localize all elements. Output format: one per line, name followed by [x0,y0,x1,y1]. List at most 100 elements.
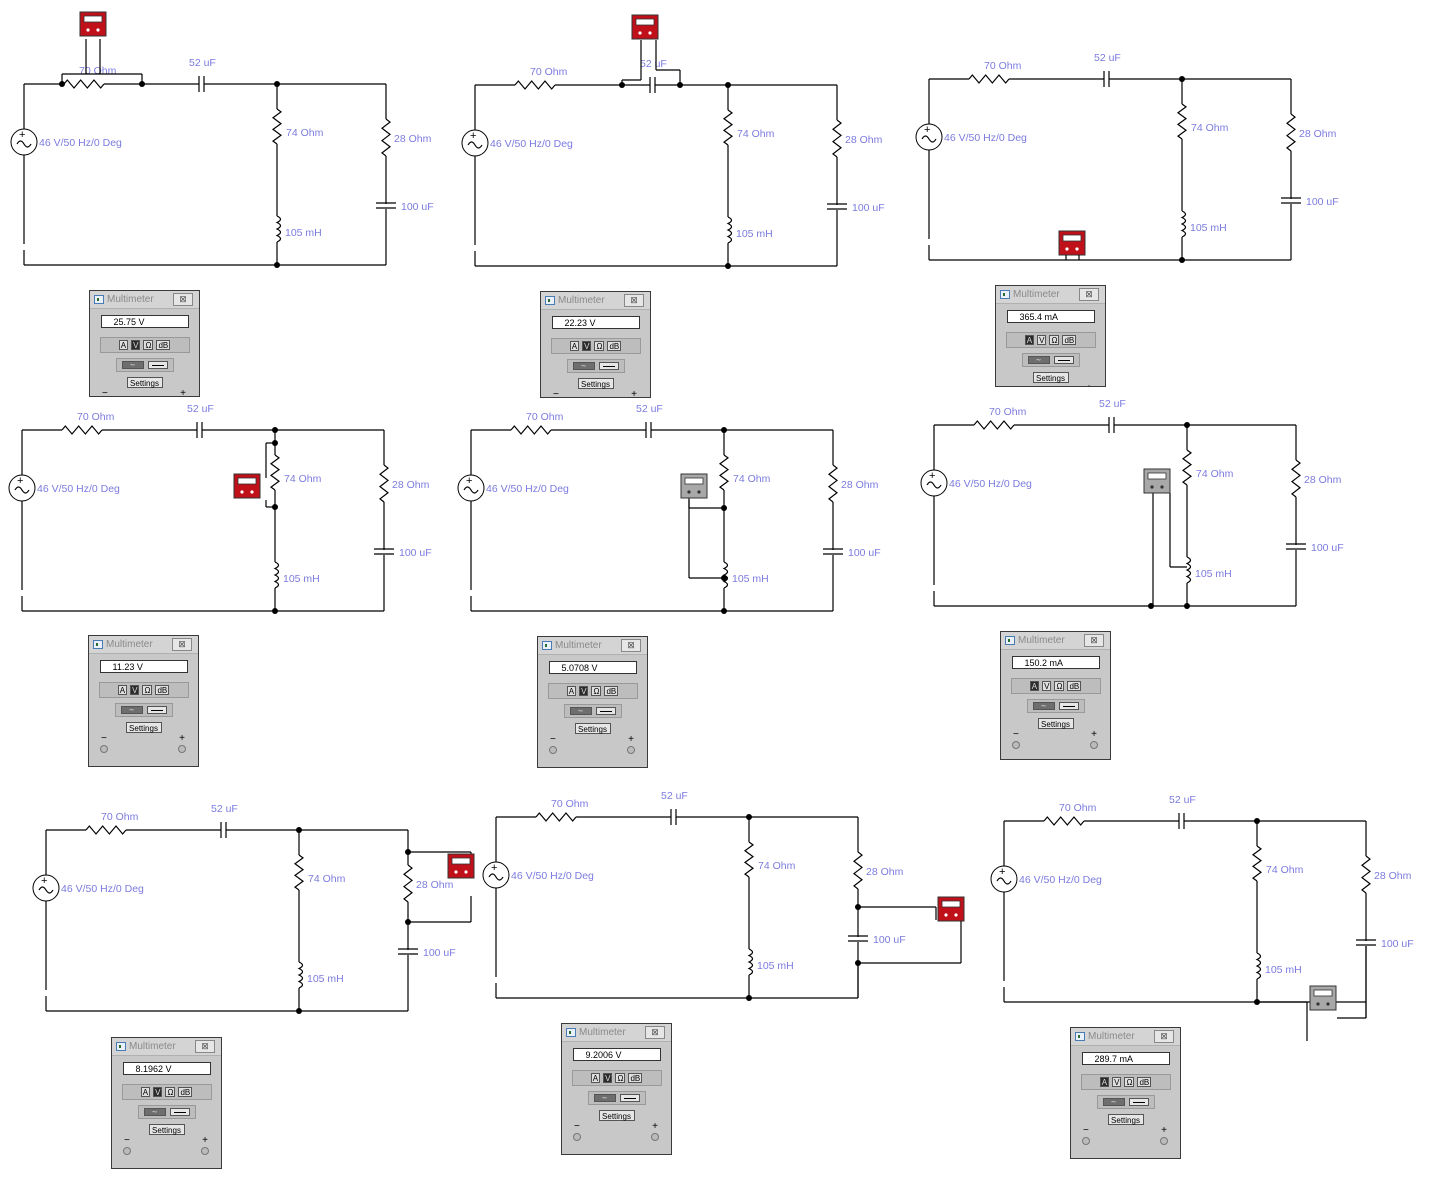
positive-terminal[interactable] [1160,1137,1168,1145]
decibel-mode-button[interactable]: dB [628,1073,643,1083]
close-icon[interactable]: ⊠ [1084,634,1104,647]
negative-terminal[interactable] [1012,741,1020,749]
negative-terminal[interactable] [123,1147,131,1155]
ac-wave-button[interactable]: ∼ [121,361,144,369]
settings-button[interactable]: Settings [1037,718,1074,729]
decibel-mode-button[interactable]: dB [1062,335,1077,345]
dc-button[interactable] [146,706,167,714]
ammeter-mode-button[interactable]: A [118,340,129,350]
voltmeter-mode-button[interactable]: V [579,686,589,696]
multimeter-titlebar[interactable]: Multimeter⊠ [541,292,650,310]
multimeter-titlebar[interactable]: Multimeter⊠ [538,637,647,655]
decibel-mode-button[interactable]: dB [1137,1077,1152,1087]
negative-terminal[interactable] [100,745,108,753]
positive-terminal[interactable] [627,746,635,754]
decibel-mode-button[interactable]: dB [607,341,622,351]
dc-button[interactable] [169,1108,190,1116]
ac-wave-button[interactable]: ∼ [569,707,592,715]
ammeter-mode-button[interactable]: A [117,685,128,695]
close-icon[interactable]: ⊠ [645,1026,665,1039]
multimeter-titlebar[interactable]: Multimeter⊠ [996,286,1105,304]
decibel-mode-button[interactable]: dB [155,685,170,695]
close-icon[interactable]: ⊠ [195,1040,215,1053]
close-icon[interactable]: ⊠ [624,294,644,307]
negative-terminal[interactable] [1082,1137,1090,1145]
multimeter-titlebar[interactable]: Multimeter⊠ [90,291,199,309]
ac-wave-button[interactable]: ∼ [1027,356,1050,364]
settings-button[interactable]: Settings [1107,1114,1144,1125]
decibel-mode-button[interactable]: dB [604,686,619,696]
ohmmeter-mode-button[interactable]: Ω [1049,335,1060,345]
decibel-mode-button[interactable]: dB [1067,681,1082,691]
ammeter-mode-button[interactable]: A [140,1087,151,1097]
ohmmeter-mode-button[interactable]: Ω [165,1087,176,1097]
dc-button[interactable] [598,362,619,370]
ammeter-mode-button[interactable]: A [1024,335,1035,345]
ammeter-mode-button[interactable]: A [1099,1077,1110,1087]
close-icon[interactable]: ⊠ [621,639,641,652]
voltmeter-mode-button[interactable]: V [1112,1077,1122,1087]
ac-wave-button[interactable]: ∼ [1032,702,1055,710]
multimeter-titlebar[interactable]: Multimeter⊠ [89,636,198,654]
voltmeter-mode-button[interactable]: V [582,341,592,351]
ammeter-mode-button[interactable]: A [566,686,577,696]
dc-button[interactable] [619,1094,640,1102]
dc-button[interactable] [147,361,168,369]
settings-button[interactable]: Settings [148,1124,185,1135]
negative-terminal[interactable] [549,746,557,754]
ohmmeter-mode-button[interactable]: Ω [1054,681,1065,691]
ac-wave-button[interactable]: ∼ [593,1094,616,1102]
settings-button[interactable]: Settings [574,723,611,734]
voltmeter-mode-button[interactable]: V [1037,335,1047,345]
ohmmeter-mode-button[interactable]: Ω [615,1073,626,1083]
ammeter-mode-button[interactable]: A [1029,681,1040,691]
multimeter-titlebar[interactable]: Multimeter⊠ [1001,632,1110,650]
ammeter-mode-button[interactable]: A [569,341,580,351]
ohmmeter-mode-button[interactable]: Ω [142,685,153,695]
decibel-mode-button[interactable]: dB [178,1087,193,1097]
ac-wave-button[interactable]: ∼ [572,362,595,370]
multimeter-titlebar[interactable]: Multimeter⊠ [112,1038,221,1056]
ohmmeter-mode-button[interactable]: Ω [591,686,602,696]
ac-wave-button[interactable]: ∼ [1102,1098,1125,1106]
positive-terminal[interactable] [1090,741,1098,749]
dc-button[interactable] [1053,356,1074,364]
close-icon[interactable]: ⊠ [173,293,193,306]
close-icon[interactable]: ⊠ [1154,1030,1174,1043]
positive-terminal[interactable] [201,1147,209,1155]
positive-terminal[interactable] [178,745,186,753]
settings-button[interactable]: Settings [577,378,614,389]
settings-button[interactable]: Settings [598,1110,635,1121]
dc-button[interactable] [1058,702,1079,710]
voltmeter-mode-button[interactable]: V [1042,681,1052,691]
voltmeter-mode-button[interactable]: V [130,685,140,695]
settings-button[interactable]: Settings [126,377,163,388]
negative-terminal[interactable] [573,1133,581,1141]
voltmeter-mode-button[interactable]: V [153,1087,163,1097]
ohmmeter-mode-button[interactable]: Ω [143,340,154,350]
ac-wave-button[interactable]: ∼ [120,706,143,714]
settings-button[interactable]: Settings [1032,372,1069,383]
dc-button[interactable] [1128,1098,1149,1106]
ohmmeter-mode-button[interactable]: Ω [1124,1077,1135,1087]
decibel-mode-button[interactable]: dB [156,340,171,350]
voltmeter-mode-button[interactable]: V [603,1073,613,1083]
ohmmeter-mode-button[interactable]: Ω [594,341,605,351]
ammeter-mode-button[interactable]: A [590,1073,601,1083]
voltmeter-mode-button[interactable]: V [131,340,141,350]
close-icon[interactable]: ⊠ [172,638,192,651]
ac-wave-button[interactable]: ∼ [143,1108,166,1116]
close-icon[interactable]: ⊠ [1079,288,1099,301]
dc-button[interactable] [595,707,616,715]
multimeter-titlebar[interactable]: Multimeter⊠ [562,1024,671,1042]
positive-terminal[interactable] [651,1133,659,1141]
